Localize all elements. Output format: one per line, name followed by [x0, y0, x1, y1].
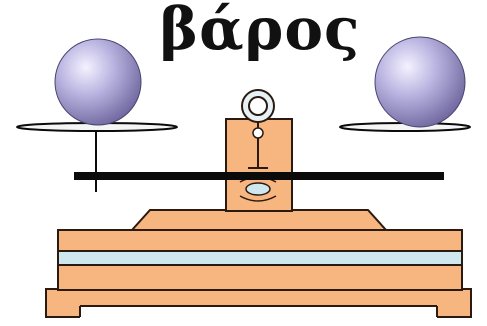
right-weight-sphere-icon	[375, 37, 465, 127]
scale-beam	[74, 172, 444, 180]
right-pan	[340, 37, 470, 131]
scale-base	[46, 210, 471, 318]
left-weight-sphere-icon	[55, 39, 141, 125]
left-pan	[17, 39, 177, 192]
scale-pillar	[226, 90, 292, 211]
